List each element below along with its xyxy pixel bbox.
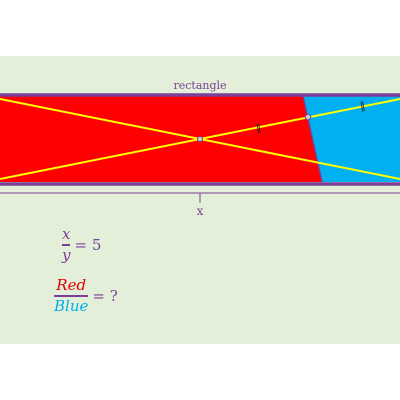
rectangle-label: rectangle	[173, 79, 227, 92]
blue-region	[303, 96, 400, 182]
ratio-value: = 5	[74, 236, 102, 254]
divider-line	[302, 95, 323, 183]
red-region	[0, 96, 322, 182]
tick-mark-1: ‖	[255, 123, 262, 135]
fraction-bar	[62, 244, 71, 246]
fraction-bar	[54, 295, 89, 297]
area-ratio-value: = ?	[92, 287, 118, 305]
red-word: Red	[56, 276, 87, 294]
ratio-fraction: x y	[62, 225, 71, 264]
rectangle-outline	[0, 93, 400, 186]
area-ratio-equation: Red Blue = ?	[54, 276, 118, 315]
tick-mark-2: ‖	[359, 101, 366, 113]
divider-point[interactable]	[304, 113, 312, 121]
center-point[interactable]	[197, 136, 203, 142]
ratio-numerator: x	[62, 225, 71, 243]
ratio-denominator: y	[62, 245, 71, 264]
blue-word: Blue	[54, 296, 89, 315]
area-fraction: Red Blue	[54, 276, 89, 315]
ratio-equation: x y = 5	[62, 225, 102, 264]
x-label: x	[196, 204, 204, 218]
